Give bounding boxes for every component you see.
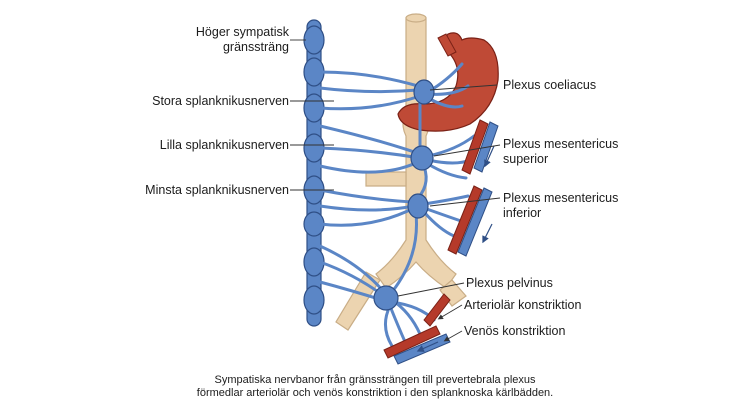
label-lilla-splanknikusnerven: Lilla splanknikusnerven [159, 138, 289, 152]
ganglion-coeliacus [413, 79, 435, 105]
caption-line-1: Sympatiska nervbanor från gränssträngen … [214, 374, 536, 386]
label-plexus-mesentericus-inferior: Plexus mesentericus inferior [503, 191, 619, 220]
ganglion-mes-sup [410, 145, 434, 171]
label-venos-konstriktion: Venös konstriktion [464, 324, 566, 338]
arteries [383, 119, 489, 359]
label-minsta-splanknikusnerven: Minsta splanknikusnerven [145, 183, 289, 197]
label-hoger-sympatisk: Höger sympatisk gränssträng [195, 25, 289, 54]
ganglion-mes-inf [407, 193, 429, 219]
plexus-ganglia [373, 79, 435, 311]
esophagus [437, 33, 457, 57]
flow-arrows [416, 145, 495, 352]
leader-lines [290, 39, 501, 342]
figure-caption: Sympatiska nervbanor från gränssträngen … [0, 374, 750, 400]
label-plexus-pelvinus: Plexus pelvinus [466, 276, 553, 290]
label-plexus-mesentericus-superior: Plexus mesentericus superior [503, 137, 619, 166]
label-plexus-coeliacus: Plexus coeliacus [503, 78, 597, 92]
ganglion-pelvinus [373, 285, 399, 311]
caption-line-2: förmedlar arteriolär och venös konstrikt… [196, 387, 554, 399]
label-stora-splanknikusnerven: Stora splanknikusnerven [152, 94, 289, 108]
sympathetic-trunk [303, 19, 325, 327]
label-arteriolar-konstriktion: Arteriolär konstriktion [464, 298, 582, 312]
